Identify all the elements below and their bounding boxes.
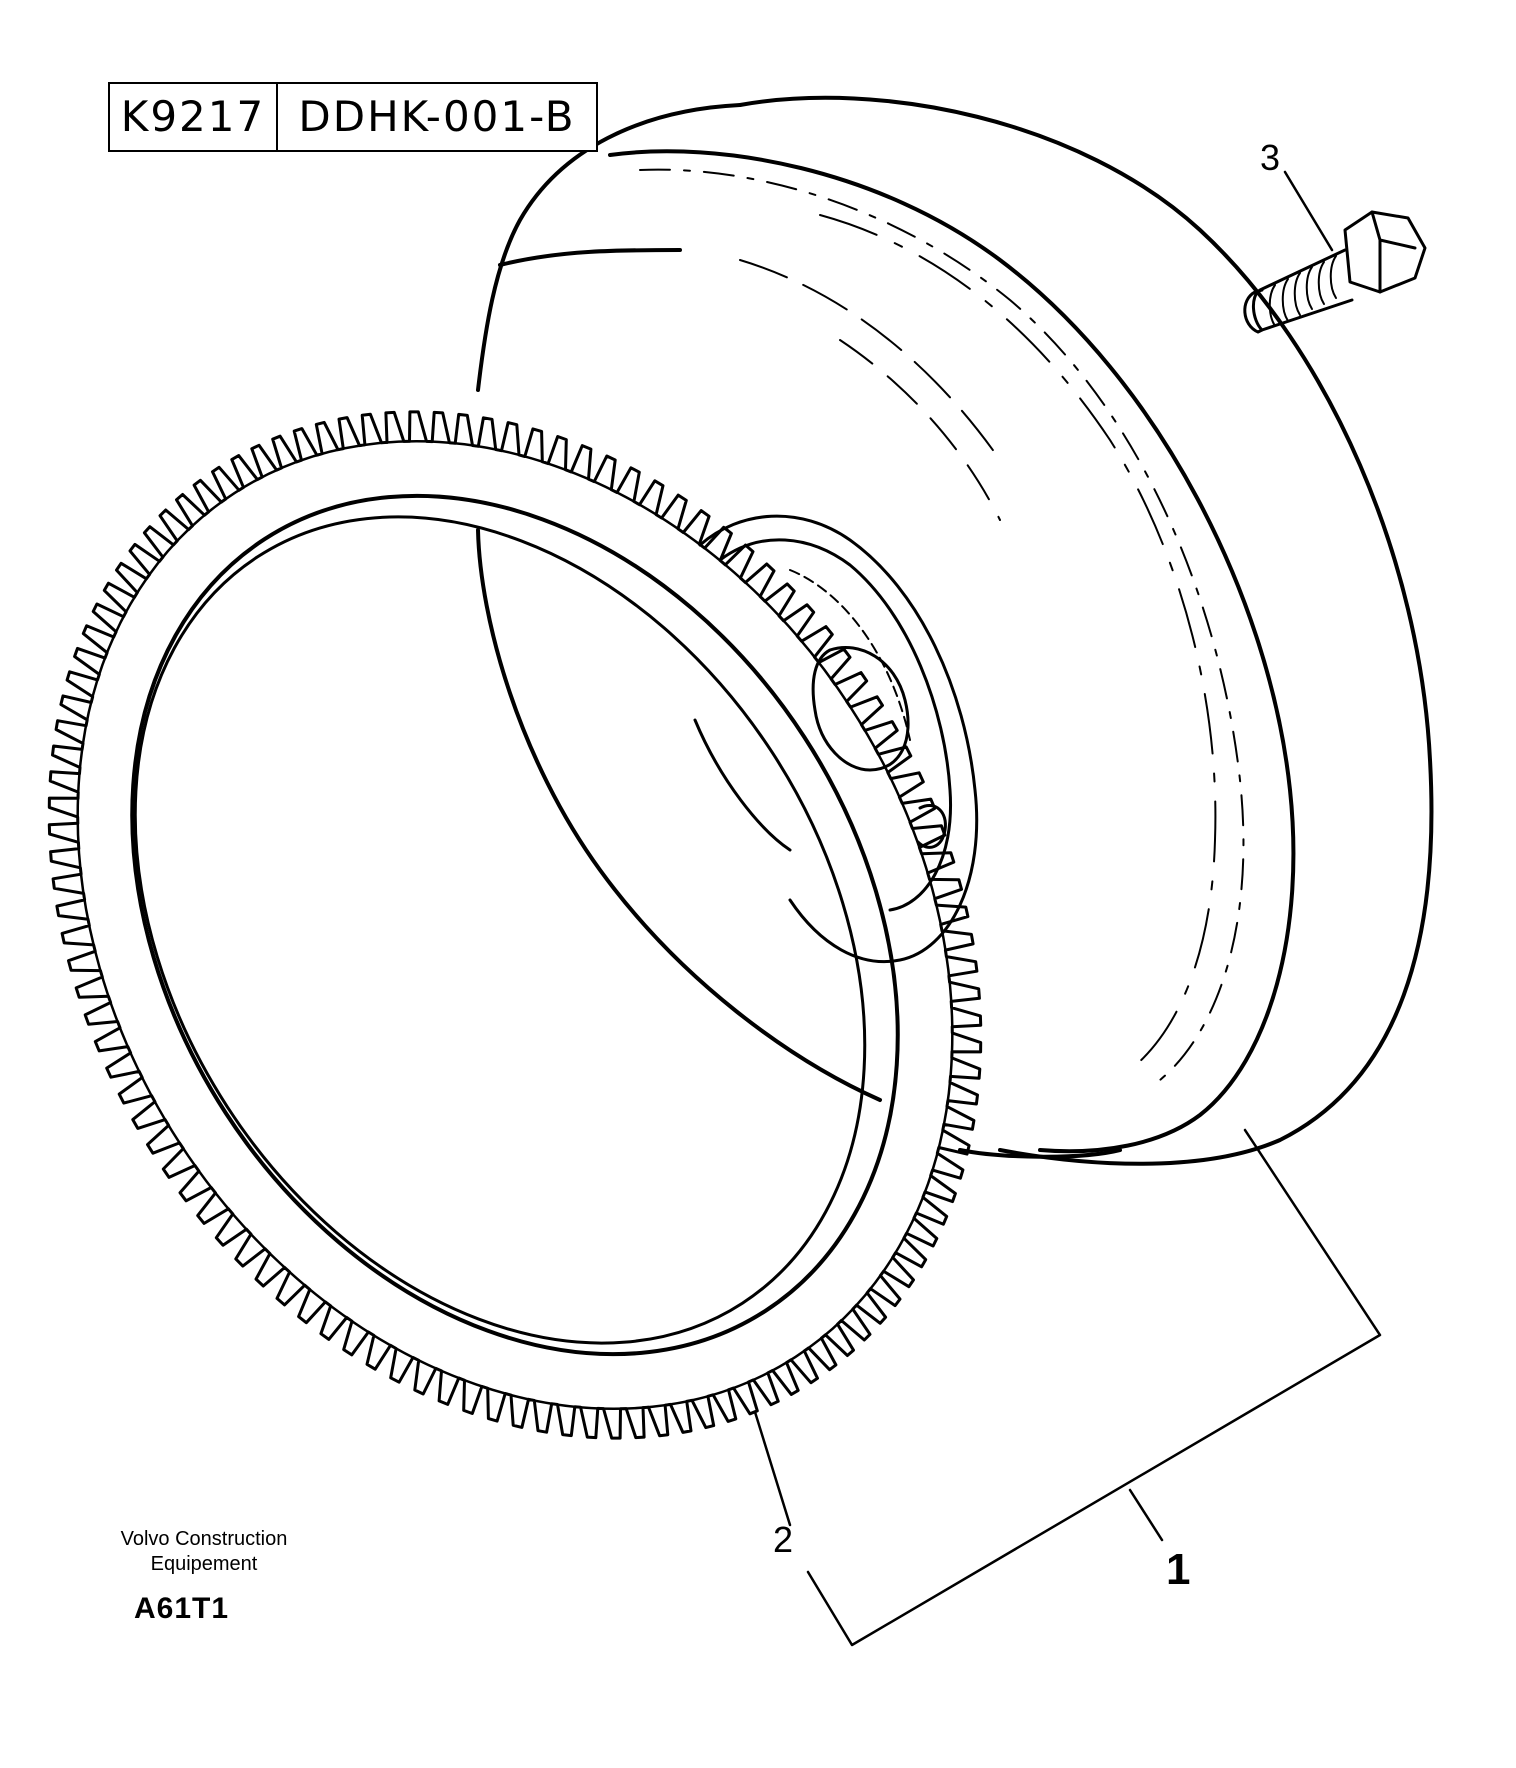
callout-ring-gear: 2: [773, 1519, 794, 1560]
leader-lines: [753, 170, 1382, 1647]
callout-flywheel: 1: [1166, 1545, 1191, 1594]
diagram-code: A61T1: [134, 1592, 230, 1625]
bolt-icon: [1243, 210, 1427, 334]
drawing-code-box: K9217 DDHK-001-B: [108, 82, 598, 152]
flywheel-icon: [476, 95, 1434, 1166]
callout-bolt: 3: [1260, 137, 1281, 178]
code-part-b: DDHK-001-B: [298, 92, 576, 141]
company-line-2: Equipement: [150, 1553, 258, 1575]
code-part-a: K9217: [110, 84, 278, 150]
ring-gear-icon: [47, 410, 983, 1440]
company-line-1: Volvo Construction: [120, 1528, 288, 1550]
footer-company: Volvo Construction Equipement: [90, 1527, 318, 1577]
